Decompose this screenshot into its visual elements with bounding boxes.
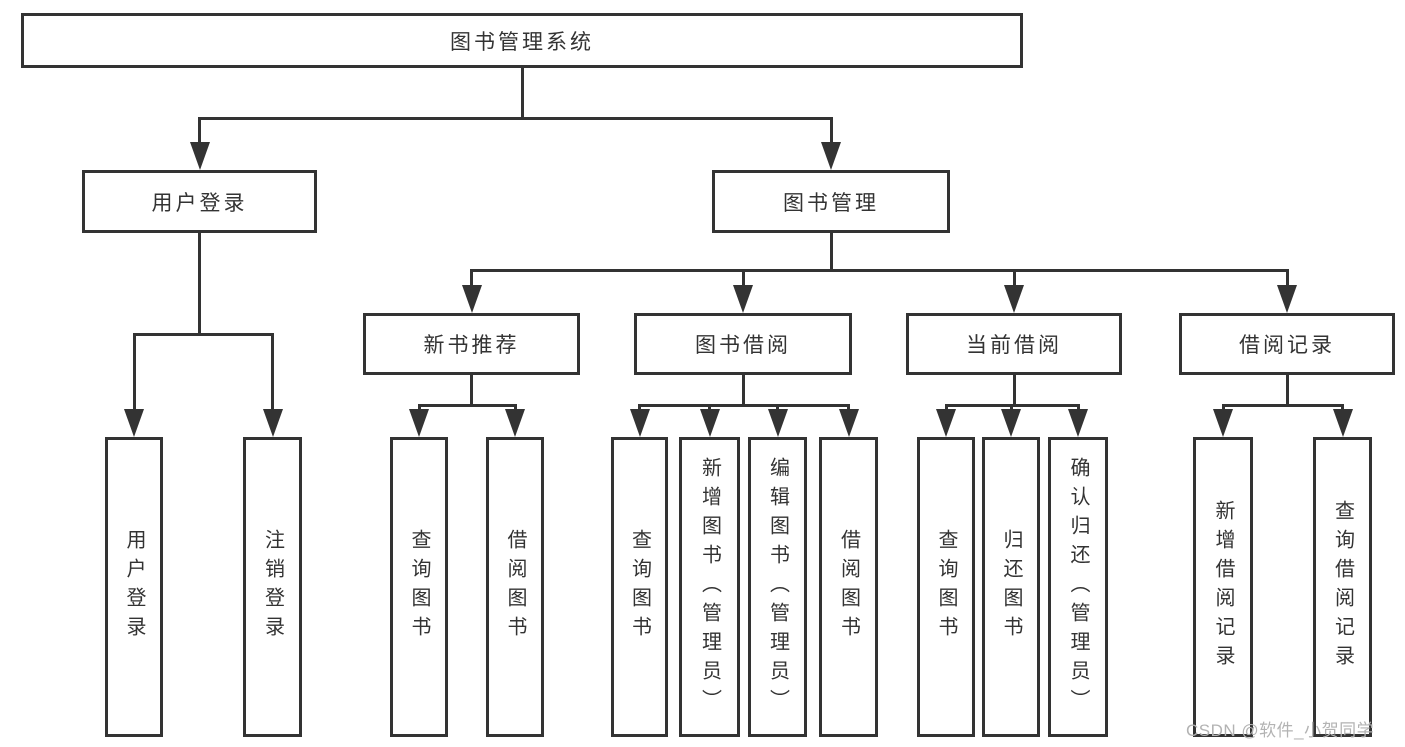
connector-line [708, 404, 711, 410]
connector-line [470, 269, 1289, 272]
connector-line [741, 269, 745, 286]
arrow-down-icon [1068, 409, 1088, 437]
connector-line [847, 404, 850, 410]
connector-line [1285, 375, 1289, 407]
node-book-borrowing: 图书借阅 [634, 313, 852, 375]
arrow-down-icon [629, 409, 650, 437]
connector-line [829, 233, 833, 272]
node-leaf-query-books-borrowing: 查询图书 [611, 437, 668, 737]
arrow-down-icon [1277, 285, 1297, 313]
connector-line [1076, 404, 1080, 410]
node-leaf-query-borrow-record: 查询借阅记录 [1313, 437, 1372, 737]
arrow-down-icon [189, 142, 210, 170]
node-leaf-edit-books-admin: 编辑图书（管理员） [748, 437, 807, 737]
node-leaf-add-books-admin: 新增图书（管理员） [679, 437, 740, 737]
node-new-book-recommend: 新书推荐 [363, 313, 580, 375]
node-user-login: 用户登录 [82, 170, 317, 233]
arrow-down-icon [461, 285, 482, 313]
arrow-down-icon [821, 142, 841, 170]
connector-line [520, 68, 524, 120]
node-leaf-query-books-current: 查询图书 [917, 437, 975, 737]
connector-line [638, 404, 641, 410]
arrow-down-icon [1001, 409, 1021, 437]
arrow-down-icon [262, 409, 283, 437]
arrow-down-icon [409, 409, 429, 437]
node-book-management: 图书管理 [712, 170, 950, 233]
connector-line [1285, 269, 1289, 286]
connector-line [1009, 404, 1013, 410]
connector-line [638, 404, 850, 407]
connector-line [1012, 269, 1016, 286]
arrow-down-icon [1004, 285, 1024, 313]
connector-line [829, 117, 833, 143]
node-leaf-user-login: 用户登录 [105, 437, 163, 737]
arrow-down-icon [733, 285, 753, 313]
connector-line [776, 404, 779, 410]
connector-line [944, 404, 948, 410]
connector-line [1341, 404, 1344, 410]
connector-line [198, 117, 833, 120]
arrow-down-icon [838, 409, 859, 437]
connector-line [132, 333, 274, 336]
node-leaf-return-books: 归还图书 [982, 437, 1040, 737]
node-leaf-logout: 注销登录 [243, 437, 302, 737]
node-leaf-add-borrow-record: 新增借阅记录 [1193, 437, 1253, 737]
node-root: 图书管理系统 [21, 13, 1023, 68]
connector-line [513, 404, 517, 410]
arrow-down-icon [1213, 409, 1233, 437]
connector-line [198, 233, 201, 336]
arrow-down-icon [505, 409, 525, 437]
arrow-down-icon [124, 409, 144, 437]
connector-line [271, 333, 274, 410]
node-current-borrowing: 当前借阅 [906, 313, 1122, 375]
connector-line [198, 117, 201, 143]
connector-line [417, 404, 517, 407]
arrow-down-icon [1332, 409, 1353, 437]
connector-line [132, 333, 136, 410]
connector-line [1012, 375, 1016, 407]
connector-line [1221, 404, 1225, 410]
connector-line [470, 269, 473, 286]
node-leaf-confirm-return-admin: 确认归还（管理员） [1048, 437, 1108, 737]
connector-line [741, 375, 745, 407]
node-leaf-query-books-recommend: 查询图书 [390, 437, 448, 737]
connector-line [417, 404, 421, 410]
connector-line [470, 375, 473, 407]
csdn-watermark: CSDN @软件_小贺同学 [1186, 721, 1375, 740]
arrow-down-icon [767, 409, 788, 437]
arrow-down-icon [936, 409, 956, 437]
node-borrowing-records: 借阅记录 [1179, 313, 1395, 375]
node-leaf-borrow-books-recommend: 借阅图书 [486, 437, 544, 737]
node-leaf-borrow-books-borrowing: 借阅图书 [819, 437, 878, 737]
arrow-down-icon [699, 409, 720, 437]
connector-line [1221, 404, 1344, 407]
